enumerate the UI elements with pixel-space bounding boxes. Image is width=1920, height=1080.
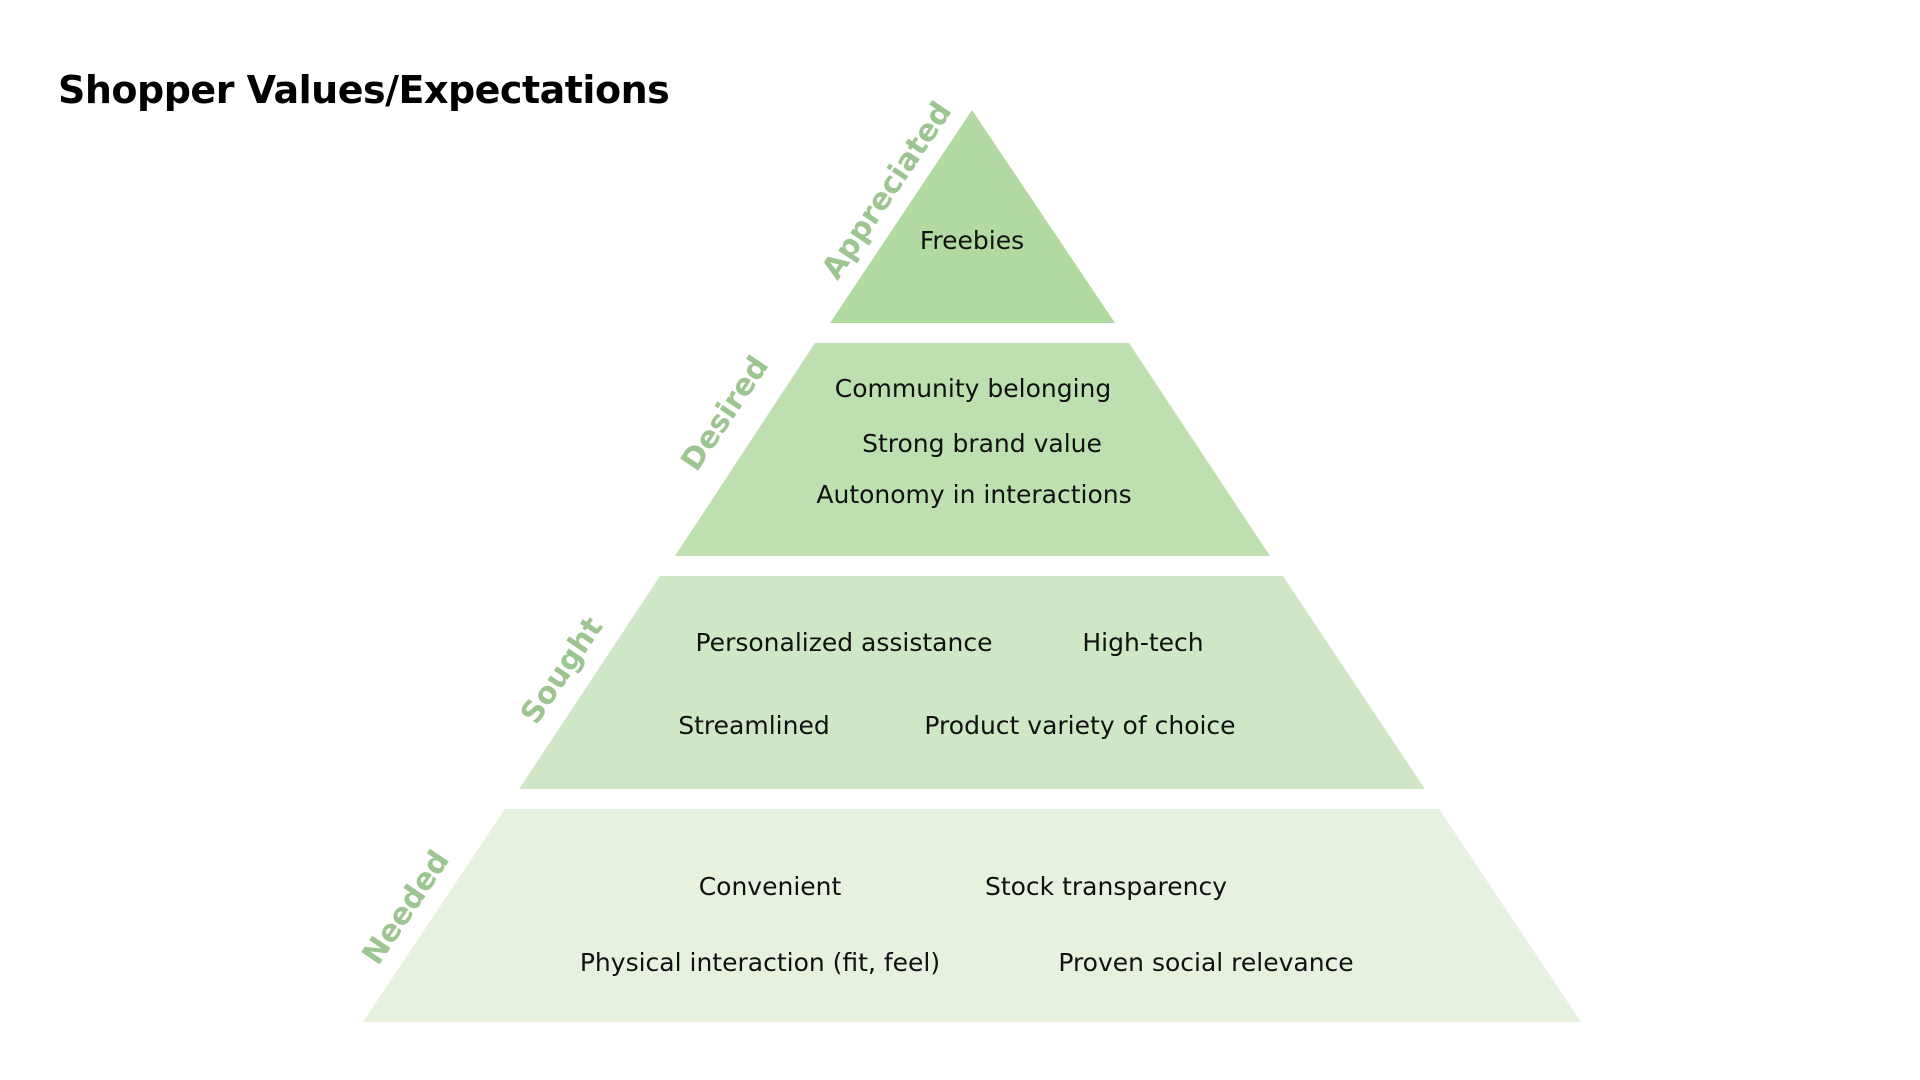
tier-desired-shape [675, 343, 1270, 556]
item-proven-social-relevance: Proven social relevance [1058, 948, 1353, 977]
item-streamlined: Streamlined [678, 711, 829, 740]
tier-needed: Needed Convenient Stock transparency Phy… [356, 809, 1581, 1022]
tier-sought: Sought Personalized assistance High-tech… [514, 576, 1425, 789]
tier-desired: Desired Community belonging Strong brand… [674, 343, 1270, 556]
item-stock-transparency: Stock transparency [985, 872, 1227, 901]
tier-appreciated: Appreciated Freebies [815, 96, 1115, 323]
item-product-variety-of-choice: Product variety of choice [924, 711, 1235, 740]
tier-appreciated-shape [830, 110, 1115, 323]
item-physical-interaction: Physical interaction (fit, feel) [580, 948, 940, 977]
item-high-tech: High-tech [1082, 628, 1203, 657]
item-convenient: Convenient [699, 872, 842, 901]
tier-needed-shape [363, 809, 1581, 1022]
page-title: Shopper Values/Expectations [58, 68, 670, 112]
tier-sought-shape [519, 576, 1425, 789]
item-personalized-assistance: Personalized assistance [696, 628, 993, 657]
item-community-belonging: Community belonging [835, 374, 1112, 403]
item-strong-brand-value: Strong brand value [862, 429, 1102, 458]
item-freebies: Freebies [920, 226, 1024, 255]
item-autonomy-in-interactions: Autonomy in interactions [816, 480, 1131, 509]
